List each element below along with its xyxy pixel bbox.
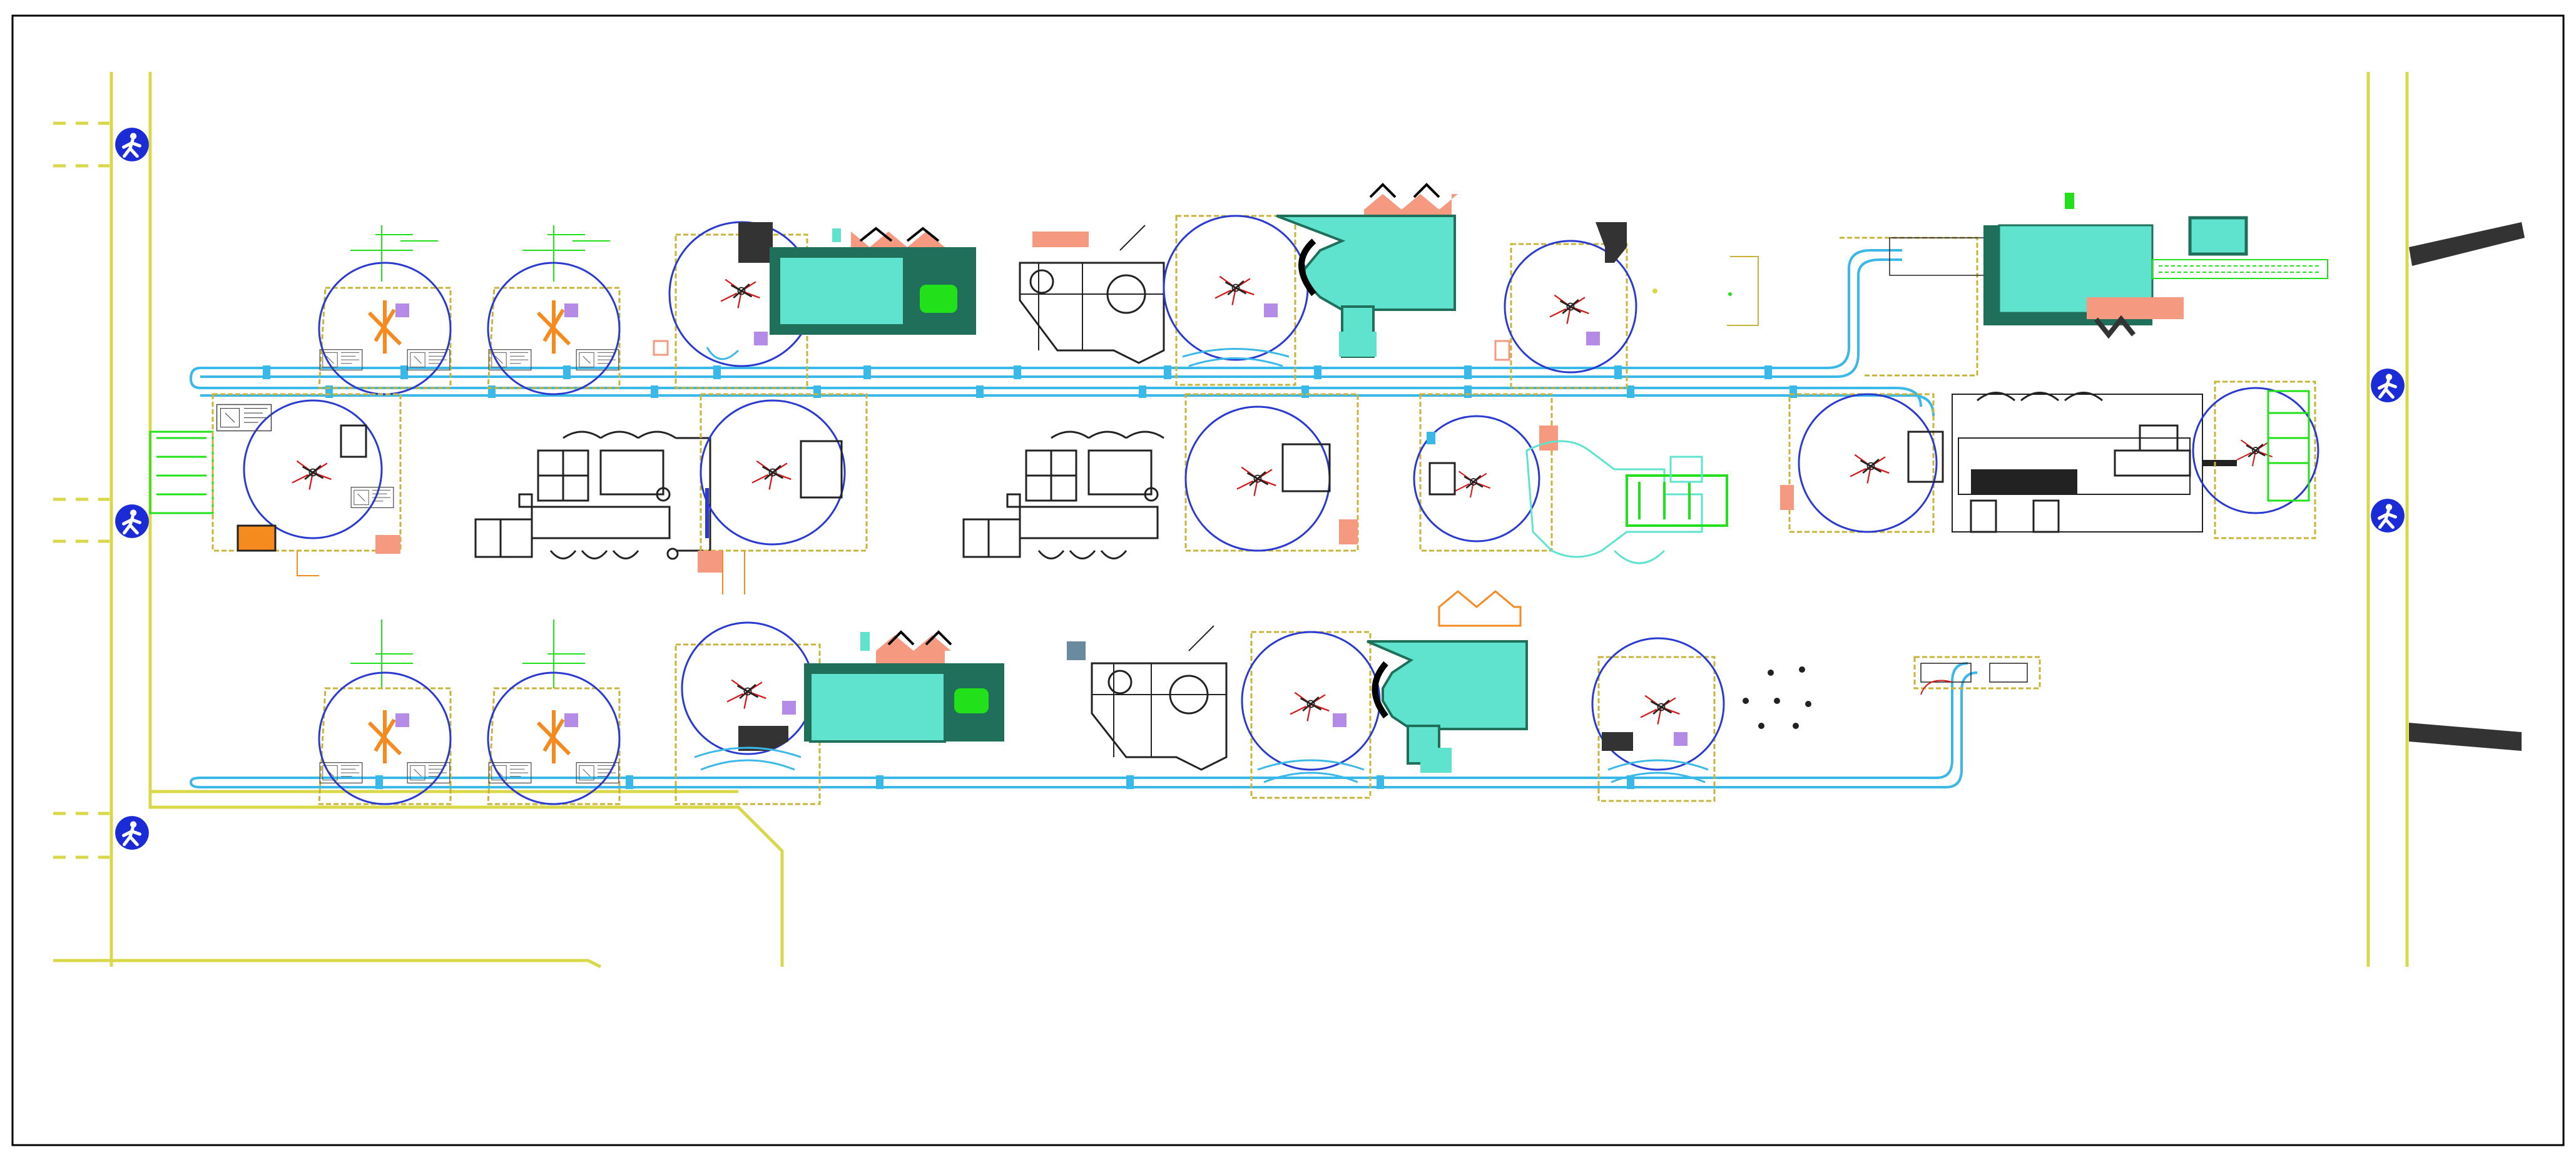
press-cell-lower-3 <box>675 621 1004 805</box>
welding-cell-lower-1 <box>318 619 452 805</box>
pedestrian-crossing-icon <box>2371 499 2405 533</box>
overhead-conveyor <box>189 249 1978 788</box>
pedestrian-crossing-icon <box>115 816 149 850</box>
dashed-walkway-markers <box>53 121 109 859</box>
robot-cell-middle-3 <box>698 393 868 594</box>
press-cell-lower-4 <box>1067 590 1528 799</box>
robot-cell-lower-5 <box>1591 637 1811 802</box>
press-cell-upper-3 <box>653 221 976 389</box>
pedestrian-crossing-icon <box>2371 369 2405 402</box>
press-cell-upper-6 <box>1840 193 2328 377</box>
welding-cell-upper-2 <box>487 225 621 395</box>
walkway-lines <box>53 72 2409 969</box>
machining-line-middle-8 <box>1952 380 2319 539</box>
drawing-frame <box>11 14 2565 1146</box>
welding-cell-upper-1 <box>318 225 452 395</box>
robot-cell-upper-5 <box>1494 222 1759 389</box>
welding-cell-lower-2 <box>487 619 621 805</box>
robot-cell-middle-1 <box>149 393 402 576</box>
robot-cell-middle-7 <box>1780 393 1944 533</box>
transfer-station-lower-6 <box>1913 656 2041 695</box>
press-cell-upper-4 <box>1019 183 1458 386</box>
pedestrian-crossing-icon <box>115 504 149 538</box>
robot-cell-middle-5 <box>1184 393 1359 552</box>
assembly-area-middle-2 <box>474 431 711 560</box>
assembly-area-middle-4 <box>962 431 1164 559</box>
robot-cell-middle-6 <box>1413 393 1728 564</box>
right-wall-fixtures <box>2409 222 2525 751</box>
pedestrian-crossing-icon <box>115 128 149 161</box>
